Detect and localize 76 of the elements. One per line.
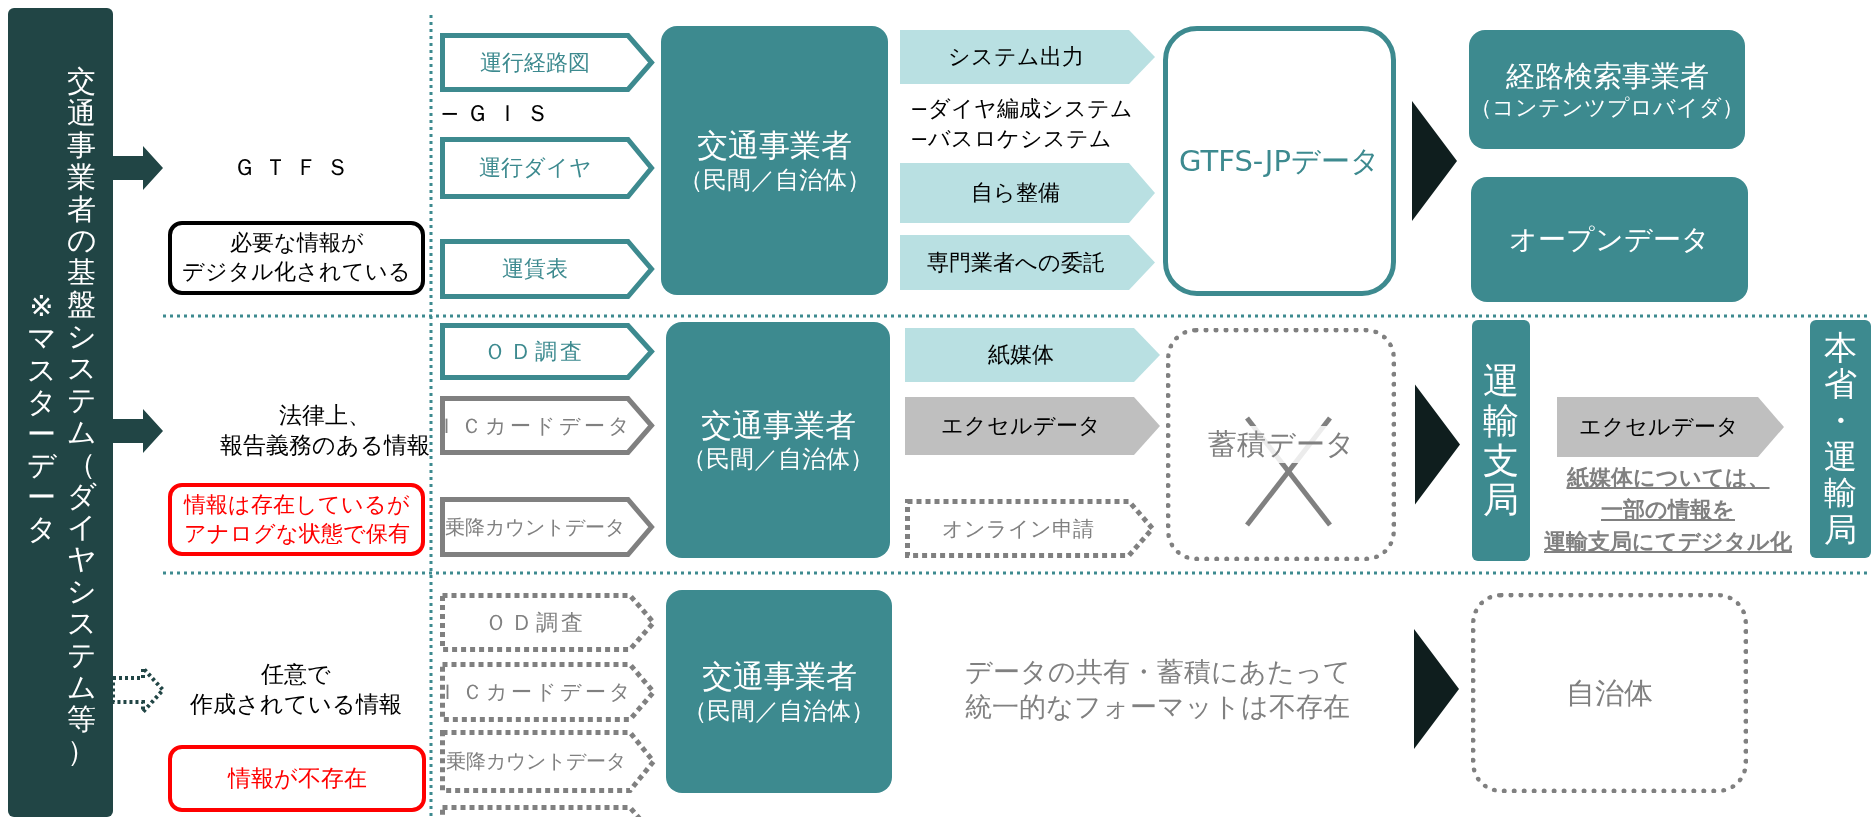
category-label: 任意で作成されている情報 bbox=[190, 660, 402, 719]
chevron-arrow bbox=[1412, 101, 1457, 221]
category-label: ＧＴＦＳ bbox=[232, 153, 358, 183]
vertical-label: 交通事業者の基盤システム（ダイヤシステム等） bbox=[67, 66, 96, 768]
block-arrow bbox=[113, 146, 163, 190]
vertical-label: 運輸支局 bbox=[1483, 361, 1519, 520]
status-box bbox=[168, 483, 425, 556]
process-box bbox=[1810, 320, 1871, 558]
chevron-arrow bbox=[1414, 629, 1459, 749]
box-label: ＩＣカードデータ bbox=[437, 679, 635, 706]
box-label: 専門業者への委託 bbox=[926, 248, 1105, 277]
box-subtitle: （民間／自治体） bbox=[683, 695, 875, 726]
note-text: 紙媒体については、一部の情報を運輸支局にてデジタル化 bbox=[1543, 464, 1793, 556]
vertical-label: ※マスターデータ bbox=[27, 291, 56, 547]
sub-item-label: −ＧＩＳ bbox=[440, 99, 557, 128]
vertical-label: 本省・運輸局 bbox=[1824, 330, 1857, 548]
arrow-shaped-box bbox=[440, 137, 654, 199]
box-label: 自ら整備 bbox=[971, 179, 1060, 207]
box-title: 交通事業者 bbox=[697, 126, 852, 165]
box-label: オンライン申請 bbox=[942, 515, 1094, 543]
box-label: 運行ダイヤ bbox=[478, 154, 592, 182]
box-label: 乗降カウントデータ bbox=[445, 513, 625, 541]
process-box bbox=[1469, 30, 1745, 149]
arrow-shaped-box bbox=[905, 499, 1155, 558]
arrow-shaped-box bbox=[905, 328, 1160, 382]
side-panel bbox=[8, 8, 113, 817]
box-label: ＩＣカードデータ bbox=[436, 412, 634, 440]
arrow-shaped-box bbox=[900, 30, 1155, 84]
arrow-shaped-box bbox=[440, 662, 656, 722]
box-label: 紙媒体 bbox=[987, 341, 1054, 369]
box-label: ＯＤ調査 bbox=[485, 608, 587, 637]
status-text: 必要な情報がデジタル化されている bbox=[182, 229, 411, 286]
arrow-shaped-box bbox=[440, 323, 654, 380]
sub-item-label: −バスロケシステム bbox=[910, 125, 1114, 153]
box-label: システム出力 bbox=[947, 43, 1084, 71]
arrow-shaped-box bbox=[905, 397, 1160, 455]
box-label: 運賃表 bbox=[502, 255, 568, 283]
sub-item-label: −ダイヤ編成システム bbox=[910, 95, 1135, 123]
chevron-arrow bbox=[1415, 384, 1460, 505]
process-box bbox=[666, 590, 892, 793]
process-box bbox=[661, 26, 888, 295]
process-box bbox=[1471, 593, 1748, 793]
status-text: 情報が不存在 bbox=[227, 763, 367, 793]
box-label: 運行経路図 bbox=[480, 48, 590, 77]
box-title: 経路検索事業者 bbox=[1505, 57, 1709, 94]
box-subtitle: （民間／自治体） bbox=[682, 444, 874, 475]
box-title: オープンデータ bbox=[1509, 222, 1710, 257]
box-label: ＯＤ調査 bbox=[484, 337, 586, 366]
box-label: 乗降カウントデータ bbox=[446, 748, 626, 775]
arrow-shaped-box bbox=[440, 730, 656, 793]
arrow-shaped-box bbox=[900, 163, 1155, 223]
status-box bbox=[168, 745, 426, 812]
status-box bbox=[168, 221, 425, 295]
arrow-shaped-box bbox=[440, 33, 654, 92]
status-text: 情報は存在しているがアナログな状態で保有 bbox=[183, 490, 410, 548]
process-box bbox=[1471, 177, 1748, 302]
box-title: 交通事業者 bbox=[700, 405, 856, 445]
process-box bbox=[1163, 26, 1396, 296]
arrow-shaped-box bbox=[900, 235, 1155, 290]
process-box bbox=[1472, 320, 1530, 561]
box-title: GTFS-JPデータ bbox=[1179, 142, 1380, 180]
arrow-shaped-box bbox=[1557, 397, 1784, 457]
box-label: エクセルデータ bbox=[940, 412, 1101, 440]
arrow-shaped-box bbox=[440, 239, 654, 299]
box-title: 交通事業者 bbox=[701, 657, 857, 696]
box-label: エクセルデータ bbox=[1578, 413, 1739, 441]
arrow-shaped-box bbox=[440, 396, 654, 455]
arrow-shaped-box bbox=[440, 593, 656, 652]
process-box bbox=[1166, 328, 1396, 561]
box-subtitle: （コンテンツプロバイダ） bbox=[1470, 93, 1744, 122]
note-text: データの共有・蓄積にあたって統一的なフォーマットは不存在 bbox=[964, 654, 1351, 724]
block-arrow bbox=[113, 409, 163, 453]
box-subtitle: （民間／自治体） bbox=[678, 164, 871, 195]
process-box bbox=[666, 322, 890, 558]
arrow-shaped-box bbox=[440, 497, 654, 557]
category-label: 法律上、報告義務のある情報 bbox=[220, 401, 430, 460]
